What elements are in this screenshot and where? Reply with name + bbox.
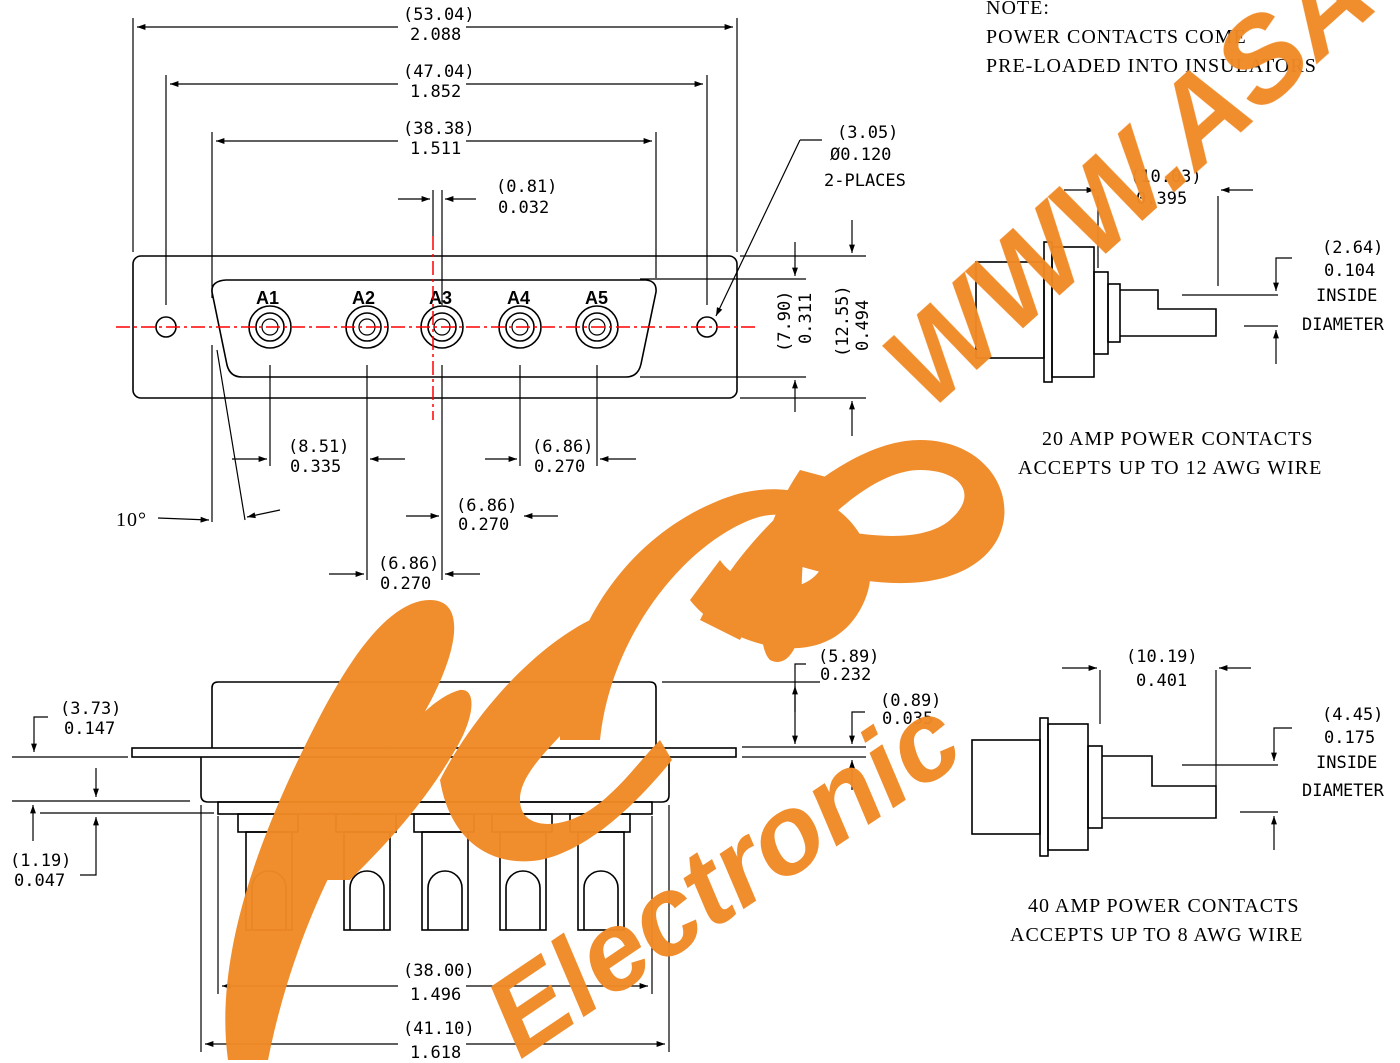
dim-hole-in: Ø0.120 (830, 145, 891, 165)
pin-label-a4: A4 (507, 288, 530, 308)
dim-flange-h-in: 0.494 (853, 300, 873, 351)
dim-shell-h-side-in: 0.232 (820, 665, 871, 685)
dim-hole-qty: 2-PLACES (824, 171, 906, 191)
dim-outer-in: 1.618 (410, 1043, 461, 1063)
dim-holes-mm: (47.04) (403, 62, 475, 82)
dim-shell-h-side-mm: (5.89) (818, 647, 879, 667)
c40-id-label-2: DIAMETER (1302, 781, 1385, 801)
dim-flange-t-mm: (3.73) (60, 699, 121, 719)
dim-a45-mm: (6.86) (532, 437, 593, 457)
c20-len-mm: (10.03) (1130, 167, 1202, 187)
dim-angle: 10° (116, 509, 147, 531)
dim-axis-offset-mm: (0.81) (496, 177, 557, 197)
contact-20-amp: (10.03) 0.395 (2.64) 0.104 INSIDE DIAMET… (975, 167, 1385, 479)
c40-id-mm: (4.45) (1322, 705, 1383, 725)
contact-40-amp: (10.19) 0.401 (4.45) 0.175 INSIDE DIAMET… (971, 647, 1385, 946)
dim-a1-mm: (8.51) (288, 437, 349, 457)
c20-id-in: 0.104 (1324, 261, 1375, 281)
dim-a2-mm: (6.86) (378, 554, 439, 574)
dim-flange-t-in: 0.147 (64, 719, 115, 739)
pin-label-a1: A1 (256, 288, 279, 308)
dim-holes-in: 1.852 (410, 82, 461, 102)
dim-hole-mm: (3.05) (837, 123, 898, 143)
dim-outer-mm: (41.10) (403, 1019, 475, 1039)
dim-base-in: 0.047 (14, 871, 65, 891)
c20-id-label-1: INSIDE (1316, 286, 1377, 306)
dim-a3-in: 0.270 (458, 515, 509, 535)
dim-axis-offset-in: 0.032 (498, 198, 549, 218)
flange-outline (132, 255, 738, 399)
c40-caption-2: ACCEPTS UP TO 8 AWG WIRE (1010, 924, 1303, 946)
dim-a45-in: 0.270 (534, 457, 585, 477)
c40-len-in: 0.401 (1136, 671, 1187, 691)
dim-a2-in: 0.270 (380, 574, 431, 594)
c40-id-label-1: INSIDE (1316, 753, 1377, 773)
dim-shell-in: 1.511 (410, 139, 461, 159)
c20-caption-2: ACCEPTS UP TO 12 AWG WIRE (1018, 457, 1322, 479)
note-block: NOTE: POWER CONTACTS COME PRE-LOADED INT… (986, 0, 1317, 77)
dim-shell-h-in: 0.311 (796, 293, 816, 344)
c20-id-mm: (2.64) (1322, 238, 1383, 258)
dim-a3-mm: (6.86) (456, 496, 517, 516)
note-title: NOTE: (986, 0, 1050, 19)
dim-shell-h-mm: (7.90) (775, 291, 795, 352)
dim-flange-side-in: 0.035 (882, 709, 933, 729)
c20-len-in: 0.395 (1136, 189, 1187, 209)
dim-flange-side-mm: (0.89) (880, 691, 941, 711)
pin-label-a2: A2 (352, 288, 375, 308)
dim-overall-in: 2.088 (410, 25, 461, 45)
c40-caption-1: 40 AMP POWER CONTACTS (1028, 895, 1299, 917)
dim-inner-mm: (38.00) (403, 961, 475, 981)
asa-logo (225, 440, 1005, 1060)
note-line-1: POWER CONTACTS COME (986, 26, 1247, 48)
front-view: A1 A2 A3 A4 A5 (53.04) 2.088 (47.04) 1.8… (116, 5, 906, 594)
dim-base-mm: (1.19) (10, 851, 71, 871)
c20-caption-1: 20 AMP POWER CONTACTS (1042, 428, 1313, 450)
dim-a1-in: 0.335 (290, 457, 341, 477)
dim-overall-mm: (53.04) (403, 5, 475, 25)
c20-id-label-2: DIAMETER (1302, 315, 1385, 335)
dim-inner-in: 1.496 (410, 985, 461, 1005)
pin-label-a5: A5 (585, 288, 608, 308)
c40-len-mm: (10.19) (1126, 647, 1198, 667)
pin-label-a3: A3 (429, 288, 452, 308)
c40-id-in: 0.175 (1324, 728, 1375, 748)
dim-flange-h-mm: (12.55) (833, 285, 853, 357)
dim-shell-mm: (38.38) (403, 119, 475, 139)
note-line-2: PRE-LOADED INTO INSULATORS (986, 55, 1317, 77)
